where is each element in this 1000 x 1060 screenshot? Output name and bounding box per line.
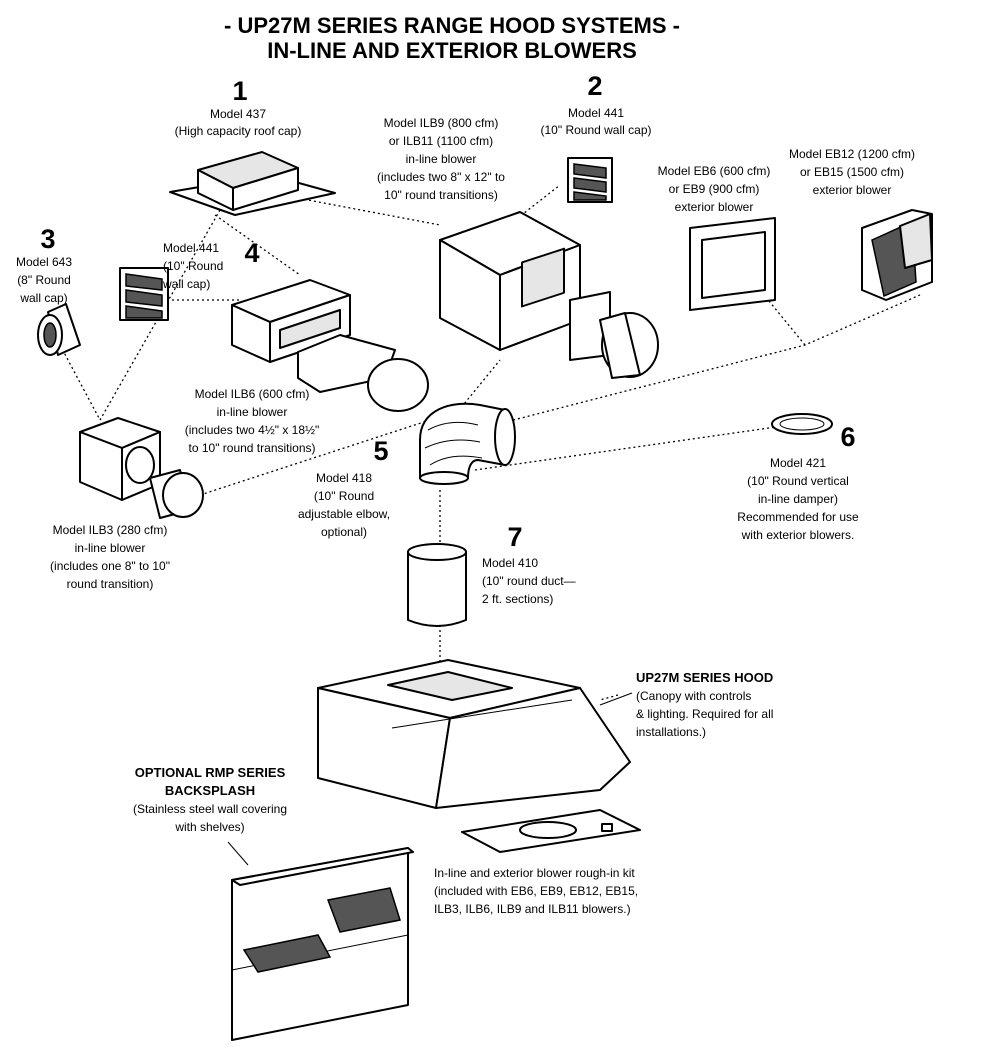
ilb3-label-1: Model ILB3 (280 cfm) — [53, 523, 168, 537]
part-number-5: 5 — [373, 436, 388, 466]
part-5-desc-1: (10" Round — [314, 489, 374, 503]
inline-blower-ilb6 — [231, 279, 429, 412]
ilb6-label-1: Model ILB6 (600 cfm) — [195, 387, 310, 401]
backsplash-title-1: OPTIONAL RMP SERIES — [135, 765, 286, 780]
ilb3-label-2: in-line blower — [75, 541, 146, 555]
eb6-label-2: or EB9 (900 cfm) — [669, 182, 760, 196]
ilb3-label-4: round transition) — [67, 577, 154, 591]
backsplash-desc-1: (Stainless steel wall covering — [133, 802, 287, 816]
hood-desc-3: installations.) — [636, 725, 706, 739]
hood-desc-2: & lighting. Required for all — [636, 707, 773, 721]
part-number-7: 7 — [507, 522, 522, 552]
part-4-model: Model 441 — [163, 241, 219, 255]
round-duct-410 — [407, 543, 467, 627]
ilb9-label-3: in-line blower — [406, 152, 477, 166]
part-number-6: 6 — [840, 422, 855, 452]
part-3-desc-1: (8" Round — [17, 273, 71, 287]
part-number-2: 2 — [587, 71, 602, 101]
eb6-label-3: exterior blower — [675, 200, 754, 214]
part-3-model: Model 643 — [16, 255, 72, 269]
wall-cap-643 — [37, 303, 81, 356]
part-2-model: Model 441 — [568, 106, 624, 120]
hood-desc-1: (Canopy with controls — [636, 689, 751, 703]
part-5-desc-2: adjustable elbow, — [298, 507, 390, 521]
part-3-desc-2: wall cap) — [19, 291, 67, 305]
title-line-1: - UP27M SERIES RANGE HOOD SYSTEMS - — [224, 13, 680, 38]
part-7-model: Model 410 — [482, 556, 538, 570]
inline-blower-ilb9 — [439, 211, 659, 379]
part-2-desc-1: (10" Round wall cap) — [541, 123, 652, 137]
part-4-desc-2: wall cap) — [162, 277, 210, 291]
part-6-model: Model 421 — [770, 456, 826, 470]
roof-cap-437 — [169, 151, 336, 216]
part-number-4: 4 — [244, 238, 259, 268]
backsplash-desc-2: with shelves) — [174, 820, 244, 834]
kit-label-3: ILB3, ILB6, ILB9 and ILB11 blowers.) — [434, 902, 631, 916]
ilb6-label-4: to 10" round transitions) — [189, 441, 316, 455]
eb6-label-1: Model EB6 (600 cfm) — [658, 164, 771, 178]
ilb9-label-1: Model ILB9 (800 cfm) — [384, 116, 499, 130]
wall-cap-441-left — [119, 267, 169, 321]
part-number-1: 1 — [232, 76, 247, 106]
eb12-label-1: Model EB12 (1200 cfm) — [789, 147, 915, 161]
up27m-hood — [317, 659, 631, 809]
part-7-desc-1: (10" round duct— — [482, 574, 576, 588]
wall-cap-441-top — [567, 157, 613, 203]
exterior-blower-eb12 — [861, 209, 933, 301]
adjustable-elbow-418 — [419, 402, 516, 485]
part-6-desc-4: with exterior blowers. — [741, 528, 855, 542]
eb12-label-2: or EB15 (1500 cfm) — [800, 165, 904, 179]
hood-title: UP27M SERIES HOOD — [636, 670, 773, 685]
ilb6-label-2: in-line blower — [217, 405, 288, 419]
ilb3-label-3: (includes one 8" to 10" — [50, 559, 170, 573]
part-1-model: Model 437 — [210, 107, 266, 121]
ilb9-label-2: or ILB11 (1100 cfm) — [389, 134, 493, 148]
part-5-model: Model 418 — [316, 471, 372, 485]
rough-in-kit — [461, 809, 641, 853]
pointer-lines — [227, 692, 633, 866]
part-6-desc-3: Recommended for use — [737, 510, 859, 524]
exterior-blower-eb6 — [689, 217, 776, 311]
part-6-desc-2: in-line damper) — [758, 492, 838, 506]
kit-label-2: (included with EB6, EB9, EB12, EB15, — [434, 884, 638, 898]
kit-label-1: In-line and exterior blower rough-in kit — [434, 866, 635, 880]
part-number-3: 3 — [40, 224, 55, 254]
damper-421 — [771, 413, 833, 435]
inline-blower-ilb3 — [79, 417, 204, 519]
part-1-desc-1: (High capacity roof cap) — [175, 124, 302, 138]
part-7-desc-2: 2 ft. sections) — [482, 592, 553, 606]
rmp-backsplash — [231, 847, 414, 1041]
part-5-desc-3: optional) — [321, 525, 367, 539]
ilb9-label-5: 10" round transitions) — [384, 188, 498, 202]
part-6-desc-1: (10" Round vertical — [747, 474, 849, 488]
title-line-2: IN-LINE AND EXTERIOR BLOWERS — [267, 38, 637, 63]
part-4-desc-1: (10" Round — [163, 259, 223, 273]
backsplash-title-2: BACKSPLASH — [165, 783, 255, 798]
eb12-label-3: exterior blower — [813, 183, 892, 197]
ilb6-label-3: (includes two 4½" x 18½" — [185, 423, 320, 437]
ilb9-label-4: (includes two 8" x 12" to — [377, 170, 505, 184]
